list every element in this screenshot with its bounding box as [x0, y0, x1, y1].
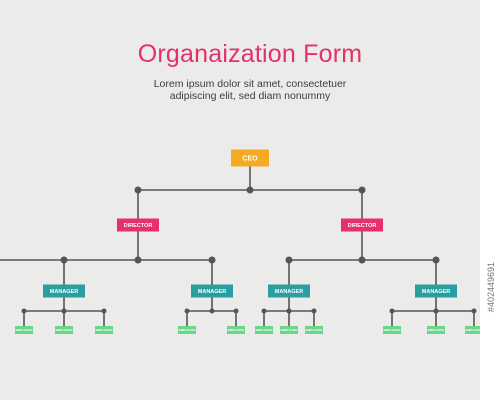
employee-label: EMPLOYEE [16, 328, 33, 332]
employee-box [305, 326, 323, 334]
ceo-label: CEO [242, 156, 258, 163]
manager-box [191, 284, 233, 298]
manager-stem-node [209, 308, 215, 314]
director-box [341, 218, 383, 232]
employee-label: EMPLOYEE [281, 328, 298, 332]
employee-box [465, 326, 483, 334]
manager-box [268, 284, 310, 298]
employee-box [178, 326, 196, 334]
employee-box [255, 326, 273, 334]
subtitle-line-2: adipiscing elit, sed diam nonummy [169, 90, 331, 102]
manager-label: MANAGER [50, 289, 78, 295]
employee-box [427, 326, 445, 334]
employee-label: EMPLOYEE [306, 328, 323, 332]
subtitle-line-1: Lorem ipsum dolor sit amet, consectetuer [153, 78, 347, 90]
director-stem-node [134, 256, 142, 264]
employee-box [383, 326, 401, 334]
director-label: DIRECTOR [348, 223, 377, 229]
employee-label: EMPLOYEE [384, 328, 401, 332]
manager-label: MANAGER [422, 289, 450, 295]
employee-label: EMPLOYEE [256, 328, 273, 332]
stock-id-text: #402449691 [486, 262, 496, 313]
employee-box [55, 326, 73, 334]
manager-label: MANAGER [198, 289, 226, 295]
employee-label: EMPLOYEE [179, 328, 196, 332]
ceo-box [231, 149, 269, 167]
director-label: DIRECTOR [124, 223, 153, 229]
employee-box [95, 326, 113, 334]
page-title: Organaization Form [137, 40, 363, 68]
employee-label: EMPLOYEE [466, 328, 483, 332]
manager-box [415, 284, 457, 298]
manager-label: MANAGER [275, 289, 303, 295]
director-stem-node [358, 256, 366, 264]
employee-box [227, 326, 245, 334]
employee-box [15, 326, 33, 334]
employee-box [280, 326, 298, 334]
employee-label: EMPLOYEE [96, 328, 113, 332]
page-subtitle: Lorem ipsum dolor sit amet, consectetuer… [150, 78, 350, 102]
director-box [117, 218, 159, 232]
employee-label: EMPLOYEE [56, 328, 73, 332]
ceo-bus-node [246, 186, 254, 194]
employee-label: EMPLOYEE [228, 328, 245, 332]
employee-label: EMPLOYEE [428, 328, 445, 332]
manager-box [43, 284, 85, 298]
stock-id-strip: #402449691 [480, 0, 500, 400]
